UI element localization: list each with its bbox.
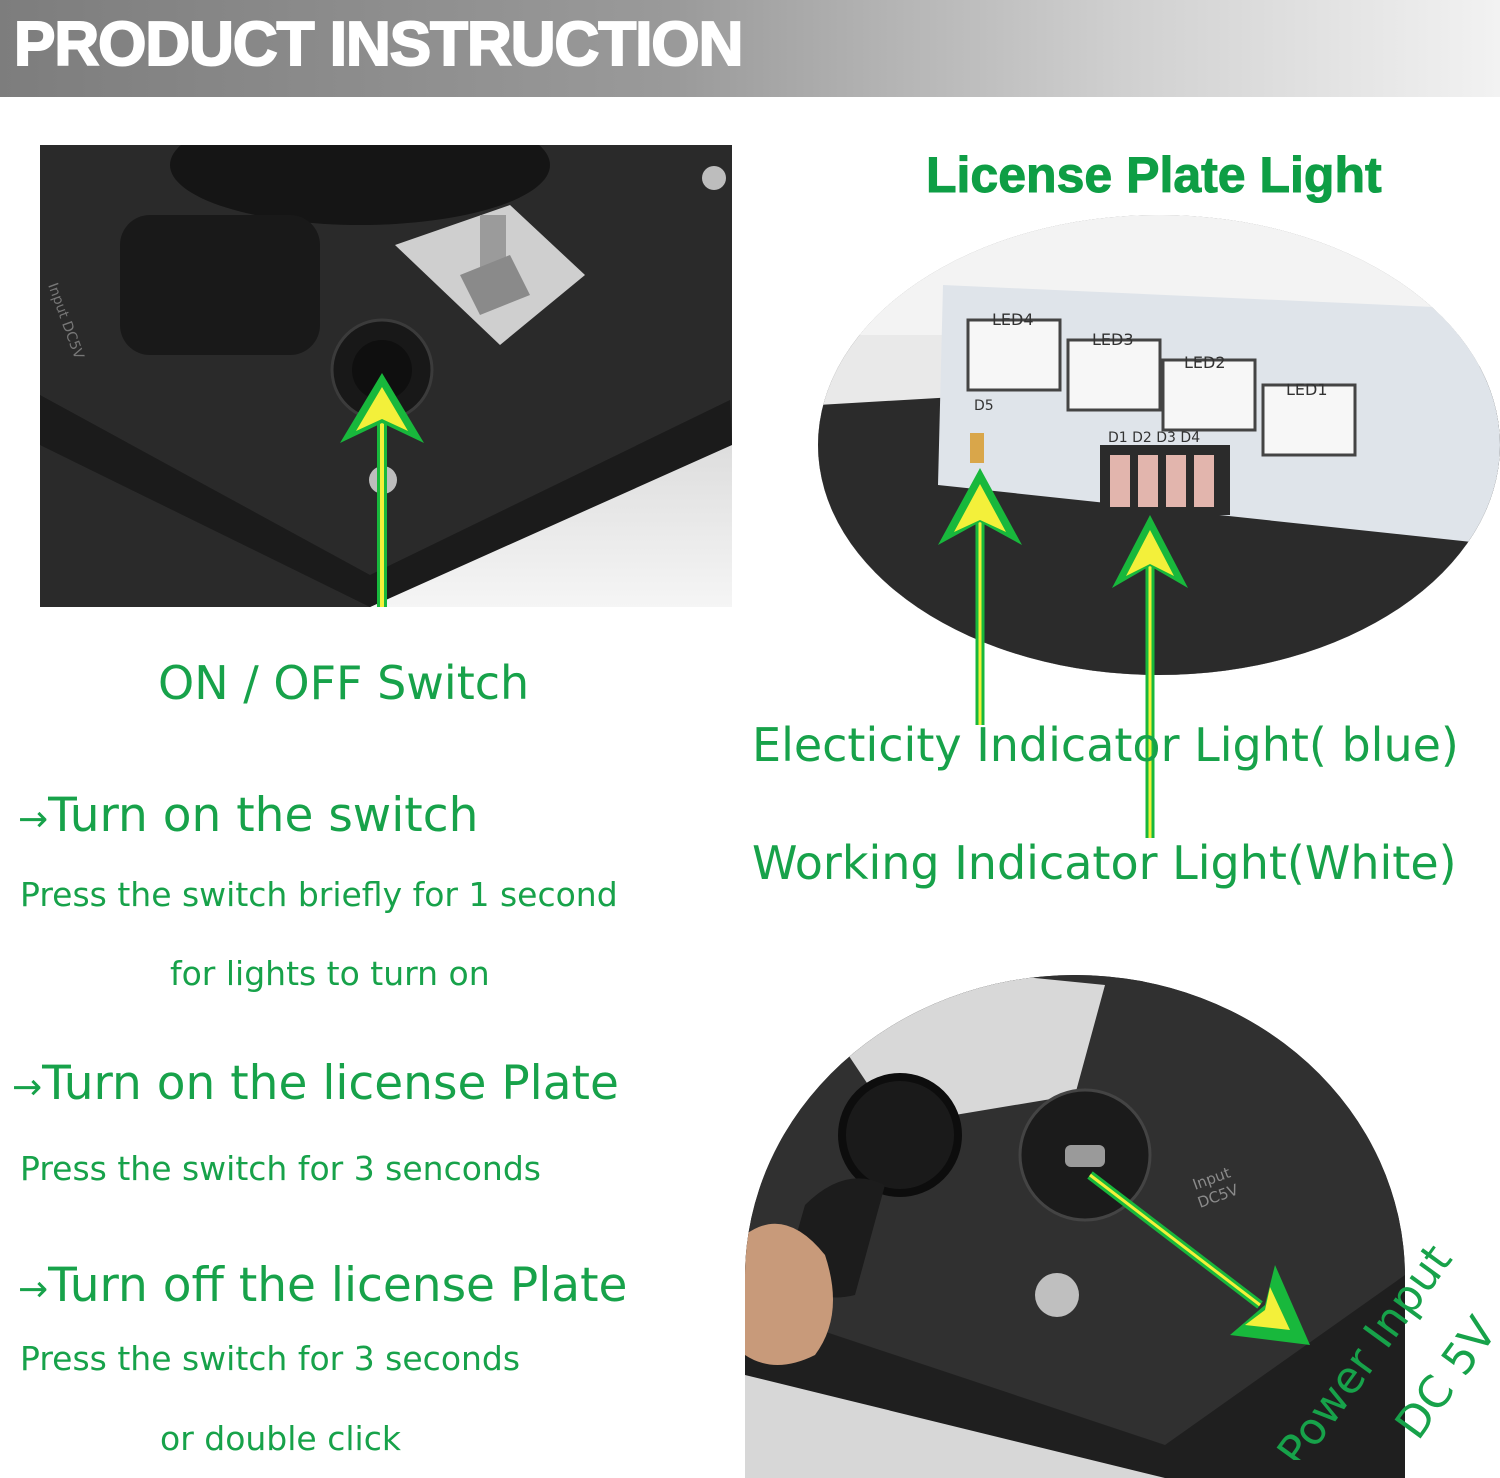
working-indicator-label: Working Indicator Light(White)	[752, 836, 1457, 890]
led-board-photo: LED4 LED3 LED2 LED1 D5 D1 D2 D3 D4	[818, 215, 1500, 675]
step-1-desc-1: Press the switch briefly for 1 second	[20, 875, 618, 914]
led-indicator-arrows	[938, 468, 1188, 838]
banner-title: PRODUCT INSTRUCTION	[13, 10, 744, 79]
power-input-label: Power Input DC 5V	[1268, 1235, 1500, 1460]
header-banner: PRODUCT INSTRUCTION	[0, 0, 1500, 97]
arrow-right-icon: →	[12, 1067, 43, 1108]
power-port-photo: Input DC5V	[745, 975, 1405, 1478]
led4-label: LED4	[992, 310, 1034, 329]
step-1-title: →Turn on the switch	[18, 788, 479, 843]
step-3-desc-1: Press the switch for 3 seconds	[20, 1339, 521, 1378]
on-off-switch-label: ON / OFF Switch	[158, 656, 530, 710]
step-3-title: →Turn off the license Plate	[18, 1258, 628, 1313]
led1-label: LED1	[1286, 380, 1328, 399]
step-3-desc-2: or double click	[160, 1419, 401, 1458]
switch-photo: Input DC5V	[40, 145, 732, 607]
arrow-right-icon: →	[18, 1269, 49, 1310]
arrow-right-icon: →	[18, 799, 49, 840]
d5-label: D5	[974, 398, 994, 414]
license-plate-light-title: License Plate Light	[926, 147, 1383, 203]
led2-label: LED2	[1184, 353, 1226, 372]
electricity-indicator-label: Electicity Indicator Light( blue)	[752, 718, 1459, 772]
led3-label: LED3	[1092, 330, 1134, 349]
step-2-title: →Turn on the license Plate	[12, 1056, 619, 1111]
d1-d4-label: D1 D2 D3 D4	[1108, 430, 1200, 446]
step-1-desc-2: for lights to turn on	[170, 954, 490, 993]
step-2-desc-1: Press the switch for 3 senconds	[20, 1149, 541, 1188]
